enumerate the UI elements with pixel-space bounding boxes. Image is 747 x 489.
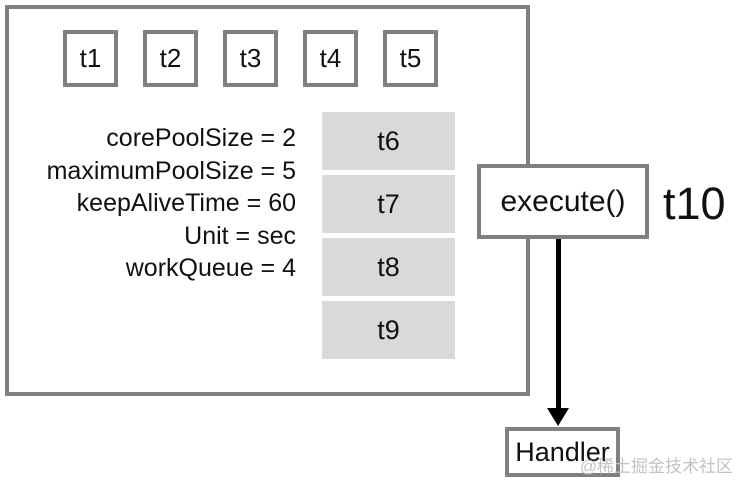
work-queue: t6 t7 t8 t9 (322, 112, 455, 364)
param-unit: Unit = sec (184, 221, 296, 250)
juejin-watermark: @稀土掘金技术社区 (579, 457, 733, 476)
thread-box-t5: t5 (383, 30, 438, 87)
execute-method-box: execute() (477, 164, 649, 239)
rejection-handler-box: Handler (505, 427, 620, 477)
queue-cell-t6: t6 (322, 112, 455, 170)
queue-cell-t9: t9 (322, 301, 455, 359)
reject-arrow-line (556, 239, 561, 409)
param-maximum-pool-size: maximumPoolSize = 5 (46, 156, 296, 185)
thread-box-t4: t4 (303, 30, 358, 87)
thread-box-t2: t2 (143, 30, 198, 87)
pool-parameters: corePoolSize = 2 maximumPoolSize = 5 kee… (16, 122, 296, 285)
param-core-pool-size: corePoolSize = 2 (106, 124, 296, 152)
thread-box-t1: t1 (63, 30, 118, 87)
param-work-queue: workQueue = 4 (125, 254, 296, 282)
reject-arrow-head-icon (547, 408, 569, 426)
queue-cell-t7: t7 (322, 175, 455, 233)
param-keep-alive-time: keepAliveTime = 60 (76, 189, 296, 217)
thread-box-t3: t3 (223, 30, 278, 87)
incoming-task-label: t10 (663, 178, 726, 229)
queue-cell-t8: t8 (322, 238, 455, 296)
